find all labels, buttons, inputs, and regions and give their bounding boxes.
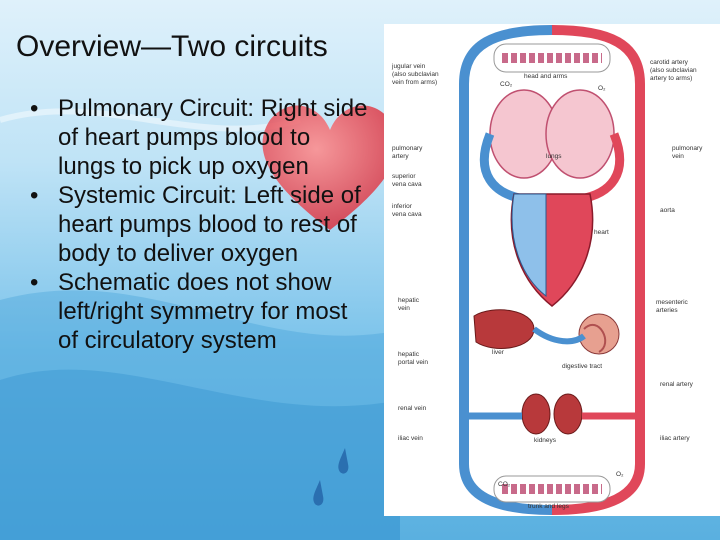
bullet-systemic: Systemic Circuit: Left side of heart pum…: [30, 181, 370, 268]
label-co2-bottom: CO₂: [498, 481, 511, 488]
label-renal-vein: renal vein: [398, 405, 427, 412]
label-liver: liver: [492, 349, 505, 356]
label-digestive-tract: digestive tract: [562, 363, 602, 370]
label-trunk-legs: trunk and legs: [528, 503, 570, 510]
label-renal-artery: renal artery: [660, 381, 694, 388]
label-o2-top: O₂: [598, 85, 606, 92]
bullet-schematic: Schematic does not show left/right symme…: [30, 268, 370, 355]
water-drops-decoration: [313, 448, 349, 506]
bullet-pulmonary: Pulmonary Circuit: Right side of heart p…: [30, 94, 370, 181]
label-head-arms: head and arms: [524, 73, 568, 80]
label-aorta: aorta: [660, 207, 675, 214]
label-iliac-vein: iliac vein: [398, 435, 423, 442]
slide-title: Overview—Two circuits: [16, 30, 328, 63]
bullet-list: Pulmonary Circuit: Right side of heart p…: [30, 94, 370, 355]
label-kidneys: kidneys: [534, 437, 557, 444]
label-heart: heart: [594, 229, 609, 236]
label-iliac-artery: iliac artery: [660, 435, 690, 442]
label-co2-top: CO₂: [500, 81, 513, 88]
label-o2-bottom: O₂: [616, 471, 624, 478]
label-lungs: lungs: [546, 153, 562, 160]
